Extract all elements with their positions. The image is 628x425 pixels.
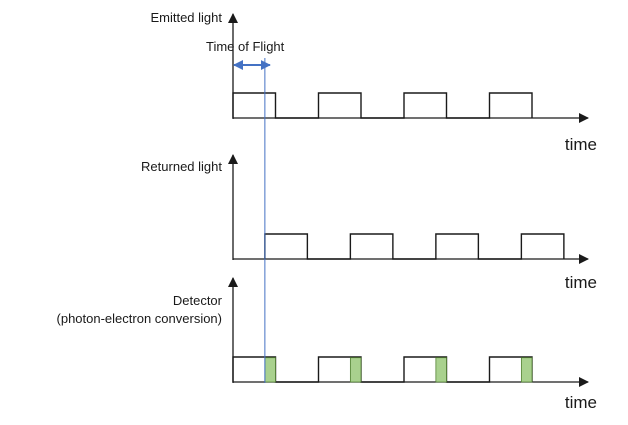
panel-label-line: Detector xyxy=(173,293,223,308)
pulse-train xyxy=(264,233,565,260)
time-of-flight-indicator: Time of Flight xyxy=(206,39,285,383)
time-axis-label: time xyxy=(565,135,597,154)
overlap-window xyxy=(349,357,362,383)
panel-label-line: Emitted light xyxy=(150,10,222,25)
panel-label-line: (photon-electron conversion) xyxy=(57,311,222,326)
pulse-train xyxy=(232,356,533,383)
time-of-flight-label: Time of Flight xyxy=(206,39,285,54)
overlap-window xyxy=(435,357,447,383)
time-axis-label: time xyxy=(565,393,597,412)
time-axis-label: time xyxy=(565,273,597,292)
overlap-window xyxy=(520,357,533,383)
panel-label-line: Returned light xyxy=(141,159,222,174)
panel-3: Detector (photon-electron conversion) time xyxy=(57,277,597,412)
pulse-train xyxy=(232,92,533,119)
panel-1: Emitted light time xyxy=(150,10,597,154)
overlap-window xyxy=(264,357,276,383)
panel-2: Returned light time xyxy=(141,154,597,292)
